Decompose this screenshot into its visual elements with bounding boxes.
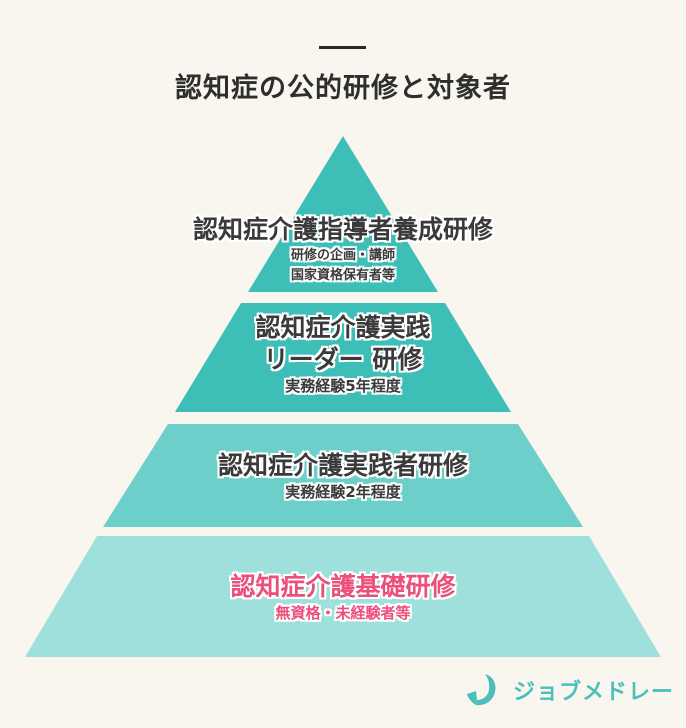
tier-4-shape xyxy=(25,536,661,657)
tier-3-subtitle: 実務経験2年程度 xyxy=(285,483,401,501)
job-medley-j-icon xyxy=(467,674,496,706)
tier-2-title-1: 認知症介護実践 xyxy=(255,313,431,342)
tier-2-subtitle: 実務経験5年程度 xyxy=(285,377,401,395)
page-title: 認知症の公的研修と対象者 xyxy=(175,73,511,104)
tier-3: 認知症介護実践者研修 実務経験2年程度 xyxy=(0,450,686,503)
tier-1-shape xyxy=(248,136,438,292)
title-rule xyxy=(319,46,366,49)
tier-1-subtitle-1: 研修の企画・講師 xyxy=(290,248,395,263)
tier-4: 認知症介護基礎研修 無資格・未経験者等 xyxy=(0,571,686,624)
tier-2-shape xyxy=(175,303,511,412)
tier-3-shape xyxy=(103,424,583,527)
brand-name: ジョブメドレー xyxy=(513,680,675,705)
tier-2: 認知症介護実践 リーダー 研修 実務経験5年程度 xyxy=(0,312,686,397)
tier-4-title: 認知症介護基礎研修 xyxy=(230,572,456,601)
tier-1-title: 認知症介護指導者養成研修 xyxy=(192,215,493,244)
brand-logo: ジョブメドレー xyxy=(463,672,674,708)
tier-1: 認知症介護指導者養成研修 研修の企画・講師 国家資格保有者等 xyxy=(0,214,686,286)
tier-4-subtitle: 無資格・未経験者等 xyxy=(275,604,411,622)
tier-1-subtitle-2: 国家資格保有者等 xyxy=(290,268,395,283)
tier-3-title: 認知症介護実践者研修 xyxy=(217,451,468,480)
tier-2-title-2: リーダー 研修 xyxy=(263,345,423,374)
